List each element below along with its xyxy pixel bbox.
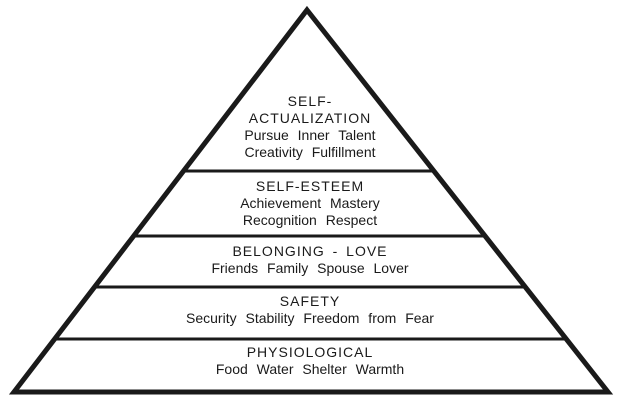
pyramid-level-self-esteem: SELF-ESTEEM Achievement Mastery Recognit… [0, 178, 620, 229]
level-title: ACTUALIZATION [248, 110, 372, 126]
pyramid-level-self-actualization: SELF- ACTUALIZATION Pursue Inner Talent … [0, 93, 620, 161]
level-title: SELF-ESTEEM [255, 178, 365, 194]
level-title: BELONGING - LOVE [232, 243, 388, 259]
pyramid-level-safety: SAFETY Security Stability Freedom from F… [0, 293, 620, 327]
level-description: Achievement Mastery [240, 195, 380, 211]
level-title: PHYSIOLOGICAL [246, 344, 374, 360]
level-title: SELF- [287, 93, 333, 109]
level-description: Friends Family Spouse Lover [211, 260, 409, 276]
level-description: Food Water Shelter Warmth [215, 361, 405, 377]
level-description: Creativity Fulfillment [244, 144, 376, 160]
level-description: Security Stability Freedom from Fear [186, 310, 434, 326]
pyramid-triangle [8, 5, 614, 395]
level-title: SAFETY [279, 293, 341, 309]
pyramid-level-belonging-love: BELONGING - LOVE Friends Family Spouse L… [0, 243, 620, 277]
level-description: Pursue Inner Talent [244, 127, 376, 143]
pyramid-level-physiological: PHYSIOLOGICAL Food Water Shelter Warmth [0, 344, 620, 378]
level-description: Recognition Respect [242, 212, 378, 228]
